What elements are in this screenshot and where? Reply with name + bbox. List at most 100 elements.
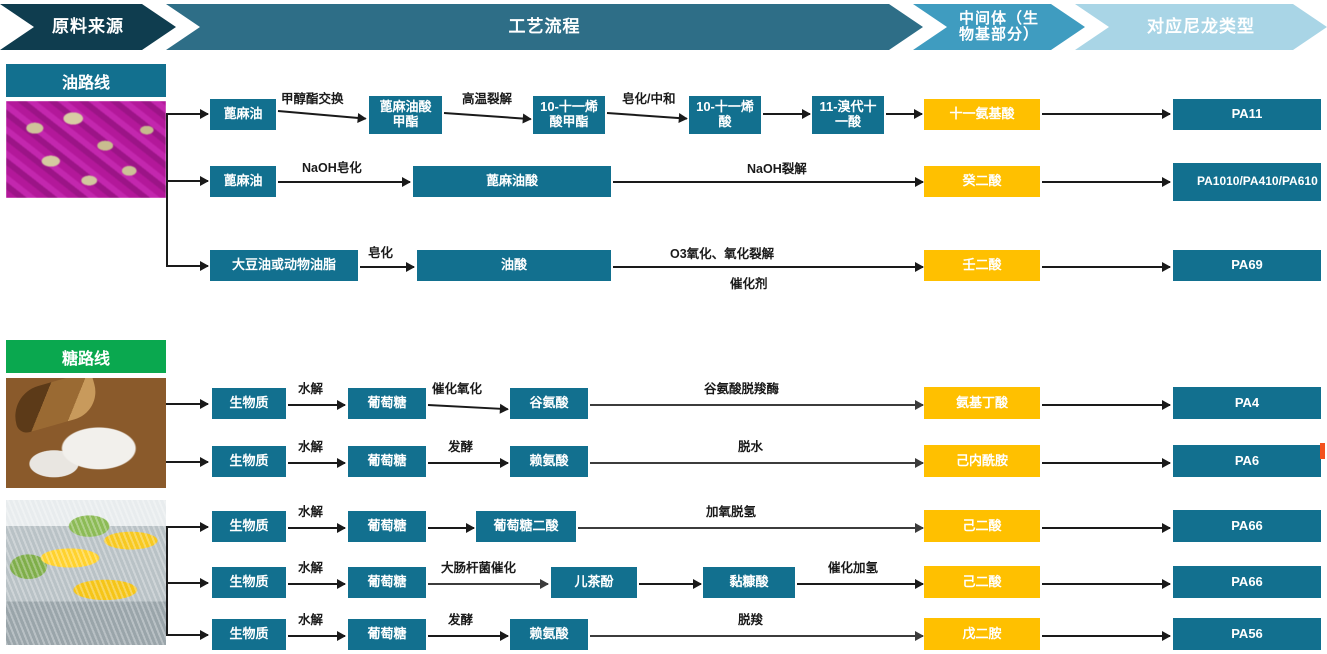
header-segment-label: 中间体（生物基部分）: [958, 10, 1039, 43]
arrow-row1-4: [886, 109, 923, 119]
arrow-to-row5-start: [166, 457, 209, 467]
node-row3-1: 油酸: [417, 250, 611, 281]
node-row8-2: 赖氨酸: [510, 619, 588, 650]
node-row3-0: 大豆油或动物油脂: [210, 250, 358, 281]
node-row8-0: 生物质: [212, 619, 286, 650]
node-label: 生物质: [229, 574, 269, 590]
node-row6-2: 葡萄糖二酸: [476, 511, 576, 542]
edge-label-row7-1: 大肠杆菌催化: [441, 561, 517, 575]
node-label: 生物质: [229, 626, 269, 642]
arrow-row7-2: [639, 579, 702, 589]
arrow-row8-0: [288, 631, 346, 641]
arrow-row2-1: [613, 177, 924, 187]
node-row4-0: 生物质: [212, 388, 286, 419]
nylon-row6: PA66: [1173, 510, 1321, 542]
node-label: 10-十一烯酸: [696, 99, 754, 129]
edge-label-row3-2: 催化剂: [730, 277, 768, 291]
arrow-row6-0: [288, 523, 346, 533]
header-segment-process: 工艺流程: [166, 4, 923, 50]
nylon-row3: PA69: [1173, 250, 1321, 281]
intermediate-row3: 壬二酸: [924, 250, 1040, 281]
node-label: 生物质: [229, 453, 269, 469]
node-row7-3: 黏糠酸: [703, 567, 795, 598]
arrow-row1-2: [606, 112, 687, 120]
arrow-to-row7-start: [166, 578, 209, 588]
node-label: 11-溴代十一酸: [819, 99, 877, 129]
node-row1-0: 蓖麻油: [210, 99, 276, 130]
route-tag-label: 油路线: [61, 74, 110, 92]
node-label: 大豆油或动物油脂: [231, 257, 336, 273]
arrow-row4-nylon: [1042, 400, 1171, 410]
nylon-label: PA6: [1234, 452, 1260, 468]
intermediate-label: 壬二酸: [962, 257, 1002, 273]
arrow-row6-1: [428, 523, 475, 533]
edge-label-row2-1: NaOH裂解: [747, 162, 807, 176]
intermediate-row2: 癸二酸: [924, 166, 1040, 197]
arrow-to-row8-start: [166, 630, 209, 640]
node-label: 生物质: [229, 395, 269, 411]
intermediate-label: 癸二酸: [962, 173, 1002, 189]
route-tag-oil: 油路线: [6, 64, 166, 97]
node-row4-2: 谷氨酸: [510, 388, 588, 419]
node-row2-0: 蓖麻油: [210, 166, 276, 197]
header-banner: 原料来源 工艺流程 中间体（生物基部分） 对应尼龙类型: [0, 0, 1327, 54]
nylon-row5: PA6: [1173, 445, 1321, 477]
node-label: 蓖麻油酸: [485, 173, 538, 189]
node-row5-0: 生物质: [212, 446, 286, 477]
arrow-row2-nylon: [1042, 177, 1171, 187]
arrow-row6-2: [578, 524, 924, 532]
intermediate-label: 戊二胺: [962, 625, 1002, 641]
route-tag-sugar: 糖路线: [6, 340, 166, 373]
intermediate-row1: 十一氨基酸: [924, 99, 1040, 130]
edge-label-row8-1: 发酵: [448, 613, 474, 627]
castor-beans-photo: [6, 101, 166, 198]
starch-photo: [6, 378, 166, 488]
arrow-to-row3-start: [166, 261, 209, 271]
edge-label-row6-0: 水解: [298, 505, 324, 519]
node-label: 赖氨酸: [529, 453, 569, 469]
edge-label-row7-0: 水解: [298, 561, 324, 575]
node-label: 葡萄糖: [367, 395, 407, 411]
arrow-row5-2: [590, 459, 924, 467]
node-label: 葡萄糖: [367, 626, 407, 642]
nylon-label: PA66: [1231, 517, 1263, 533]
node-row6-1: 葡萄糖: [348, 511, 426, 542]
arrow-row7-nylon: [1042, 579, 1171, 589]
arrow-row5-nylon: [1042, 458, 1171, 468]
arrow-to-row1-start: [166, 109, 209, 119]
nylon-label: PA4: [1234, 394, 1260, 410]
edge-label-row3-0: 皂化: [368, 246, 394, 260]
arrow-row1-nylon: [1042, 109, 1171, 119]
intermediate-label: 氨基丁酸: [955, 394, 1008, 410]
arrow-row2-0: [278, 177, 411, 187]
arrow-row6-nylon: [1042, 523, 1171, 533]
node-label: 黏糠酸: [729, 574, 769, 590]
header-segment-label: 工艺流程: [508, 17, 581, 37]
edge-label-row8-2: 脱羧: [738, 613, 764, 627]
arrow-row1-0: [277, 110, 366, 120]
node-label: 生物质: [229, 518, 269, 534]
arrow-row4-0: [288, 400, 346, 410]
node-label: 赖氨酸: [529, 626, 569, 642]
node-label: 葡萄糖: [367, 518, 407, 534]
edge-label-row6-1: 加氧脱氢: [706, 505, 757, 519]
intermediate-label: 己内酰胺: [955, 452, 1008, 468]
intermediate-row4: 氨基丁酸: [924, 387, 1040, 419]
node-label: 儿茶酚: [574, 574, 614, 590]
header-segment-intermediate: 中间体（生物基部分）: [913, 4, 1085, 50]
intermediate-label: 己二酸: [962, 517, 1002, 533]
edge-label-row4-0: 水解: [298, 382, 324, 396]
arrow-row3-nylon: [1042, 262, 1171, 272]
sugar-trunk-line: [166, 527, 168, 634]
intermediate-row5: 己内酰胺: [924, 445, 1040, 477]
node-label: 谷氨酸: [529, 395, 569, 411]
node-label: 葡萄糖: [367, 574, 407, 590]
arrow-to-row4-start: [166, 399, 209, 409]
node-label: 蓖麻油酸甲酯: [379, 99, 432, 129]
arrow-row5-0: [288, 458, 346, 468]
nylon-label: PA56: [1231, 625, 1263, 641]
route-tag-label: 糖路线: [61, 350, 110, 368]
node-label: 葡萄糖: [367, 453, 407, 469]
node-label: 葡萄糖二酸: [493, 518, 559, 534]
